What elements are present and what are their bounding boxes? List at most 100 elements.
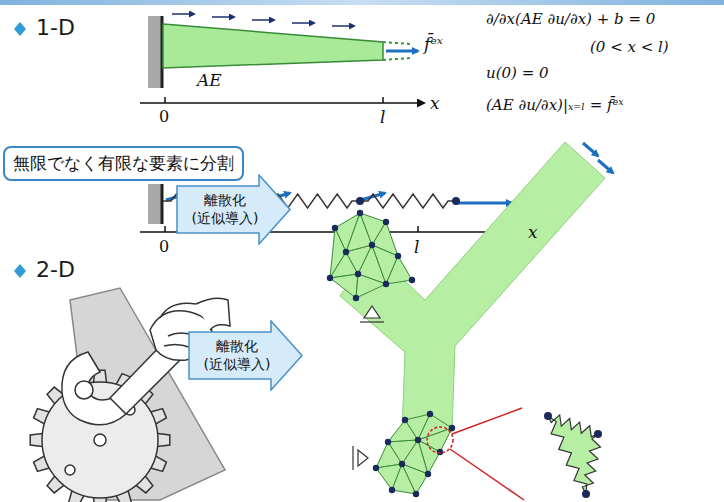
equation-note: (0 < x < l) <box>590 38 669 56</box>
figure-stroke <box>427 427 453 453</box>
element-node <box>594 430 602 438</box>
figure-stroke <box>140 102 424 104</box>
figure-stroke <box>383 42 410 44</box>
boundary-condition: (AE ∂u/∂x)|ₓ₌ₗ = f̄ᵉˣ <box>486 96 624 114</box>
mesh-element <box>388 420 418 442</box>
block-arrow: 離散化 (近似導入) <box>188 320 303 391</box>
mesh-node <box>389 487 395 493</box>
block-arrow-outline <box>189 321 302 390</box>
mesh-element <box>402 464 428 494</box>
figure-stroke <box>358 450 368 466</box>
bullet <box>14 264 26 278</box>
node-dot <box>452 197 460 205</box>
figure-stroke <box>457 202 512 205</box>
figure-stroke <box>252 19 274 21</box>
figure-stroke <box>450 449 524 500</box>
equation: ∂/∂x(AE ∂u/∂x) + b = 0 <box>486 10 655 28</box>
callout-text: 無限でなく有限な要素に分割 <box>13 152 234 175</box>
figure-stroke <box>327 210 455 497</box>
spring-element <box>548 415 601 494</box>
figure-stroke <box>148 184 162 224</box>
mesh-node <box>409 277 415 283</box>
mesh-node <box>437 449 443 455</box>
mesh-node <box>383 281 389 287</box>
mesh-node <box>373 465 379 471</box>
figure-stroke <box>75 381 93 399</box>
force-label: f̄ᵉˣ <box>424 34 443 54</box>
block-arrow: 離散化 (近似導入) <box>176 174 291 245</box>
mesh-element <box>386 256 412 284</box>
bullet <box>14 22 26 36</box>
mesh-node <box>327 275 333 281</box>
arrow-text: 離散化 (近似導入) <box>184 192 266 227</box>
figure-stroke <box>340 142 605 432</box>
figure-stroke <box>164 344 192 348</box>
figure-stroke <box>383 58 410 60</box>
mesh-element <box>330 274 358 298</box>
figure-stroke <box>583 143 598 156</box>
callout-box: 無限でなく有限な要素に分割 <box>3 146 244 181</box>
element-node <box>544 412 552 420</box>
figure-stroke <box>164 226 166 232</box>
figure-stroke <box>598 160 613 173</box>
mesh-node <box>413 491 419 497</box>
figure-stroke <box>332 25 354 27</box>
figure-stroke <box>94 434 106 446</box>
figure-stroke <box>382 97 384 103</box>
axis-name: x <box>528 222 538 242</box>
mesh-node <box>385 439 391 445</box>
figure-stroke <box>160 303 196 318</box>
figure-stroke <box>417 226 419 232</box>
section-heading: 1-D <box>36 15 75 41</box>
mesh-node <box>355 271 361 277</box>
figure-stroke <box>352 446 353 470</box>
figure-stroke <box>452 408 522 434</box>
figure-stroke <box>196 298 230 330</box>
figure-stroke <box>172 14 354 26</box>
mesh-node <box>353 295 359 301</box>
y-shaped-body <box>327 142 613 500</box>
axis-tick-label: 0 <box>159 237 169 256</box>
axis-tick-label: l <box>380 107 385 127</box>
spring <box>360 194 456 208</box>
figure-stroke <box>163 24 383 68</box>
figure-stroke <box>164 97 166 103</box>
axis-tick-label: l <box>414 237 419 257</box>
boundary-condition: u(0) = 0 <box>486 64 549 82</box>
axis-tick-label: 0 <box>159 107 169 126</box>
figure-stroke <box>161 184 164 224</box>
mesh-node <box>357 210 363 216</box>
mesh-node <box>383 219 389 225</box>
top-band <box>0 0 724 5</box>
mesh-node <box>402 417 408 423</box>
figure-stroke <box>364 306 380 318</box>
figure-stroke <box>360 321 384 322</box>
figure-stroke <box>583 143 613 173</box>
mesh-node <box>449 425 455 431</box>
arrow-text: 離散化 (近似導入) <box>196 338 278 373</box>
stiffness-label: AE <box>197 70 222 90</box>
bar-figure <box>140 14 424 103</box>
node-dot <box>356 197 364 205</box>
figure-stroke <box>212 16 234 18</box>
wrench-illustration <box>30 288 230 502</box>
figure-stroke <box>544 412 602 498</box>
mesh-node <box>395 253 401 259</box>
mesh-node <box>415 437 421 443</box>
section-heading: 2-D <box>36 257 75 283</box>
figure-stroke <box>62 352 126 425</box>
figure-stroke <box>386 50 418 53</box>
figure-stroke <box>65 465 75 475</box>
figure-stroke <box>292 22 314 24</box>
mesh-element <box>356 274 386 298</box>
mesh-node <box>369 242 375 248</box>
element-node <box>582 490 590 498</box>
mesh-node <box>332 225 338 231</box>
axis-name: x <box>430 93 440 113</box>
mesh-node <box>427 411 433 417</box>
mesh-node <box>425 471 431 477</box>
block-arrow-outline <box>177 175 290 244</box>
mesh-node <box>399 461 405 467</box>
